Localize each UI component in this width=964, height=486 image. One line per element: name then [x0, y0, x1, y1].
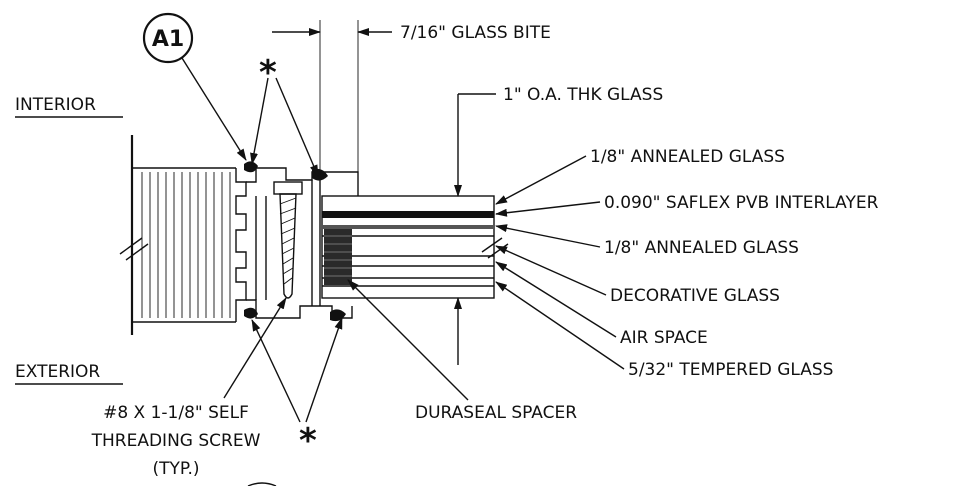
screw [273, 181, 303, 299]
bubble-leader [181, 57, 247, 161]
asterisk-top-leader-1 [250, 77, 269, 165]
layer-label-tempered: 5/32" TEMPERED GLASS [628, 360, 833, 380]
asterisk-bottom: * [299, 421, 317, 461]
layer-label-annealed-bottom: 1/8" ANNEALED GLASS [604, 238, 799, 258]
screw-label-line1: #8 X 1-1/8" SELF [103, 403, 249, 423]
asterisk-top-leader-2 [275, 77, 319, 177]
layer-label-decorative: DECORATIVE GLASS [610, 286, 780, 306]
glass-bite-dimension: 7/16" GLASS BITE [272, 20, 551, 175]
exterior-label: EXTERIOR [15, 362, 100, 382]
layer-label-annealed-top: 1/8" ANNEALED GLASS [590, 147, 785, 167]
asterisk-bottom-leader-2 [305, 317, 343, 423]
detail-bubble: A1 [142, 12, 194, 64]
layer-label-air-space: AIR SPACE [620, 328, 708, 348]
spacer-label: DURASEAL SPACER [415, 403, 577, 423]
asterisk-bottom-leader-1 [251, 319, 301, 423]
screw-label-line3: (TYP.) [152, 459, 199, 479]
overall-thickness-label: 1" O.A. THK GLASS [503, 85, 663, 105]
glass-unit [321, 195, 509, 299]
frame-profile [119, 135, 359, 335]
screw-callout: #8 X 1-1/8" SELF THREADING SCREW (TYP.) [91, 297, 287, 486]
overall-thickness-dimension: 1" O.A. THK GLASS [454, 85, 663, 365]
asterisk-top: * [259, 53, 277, 93]
detail-bubble-label: A1 [152, 27, 184, 52]
screw-label-line2: THREADING SCREW [91, 431, 261, 451]
interior-label: INTERIOR [15, 95, 96, 115]
spacer-leader [347, 279, 469, 401]
glass-bite-label: 7/16" GLASS BITE [400, 23, 551, 43]
layer-label-pvb-interlayer: 0.090" SAFLEX PVB INTERLAYER [604, 193, 879, 213]
glass-layer-callouts: 1/8" ANNEALED GLASS 0.090" SAFLEX PVB IN… [495, 147, 879, 380]
